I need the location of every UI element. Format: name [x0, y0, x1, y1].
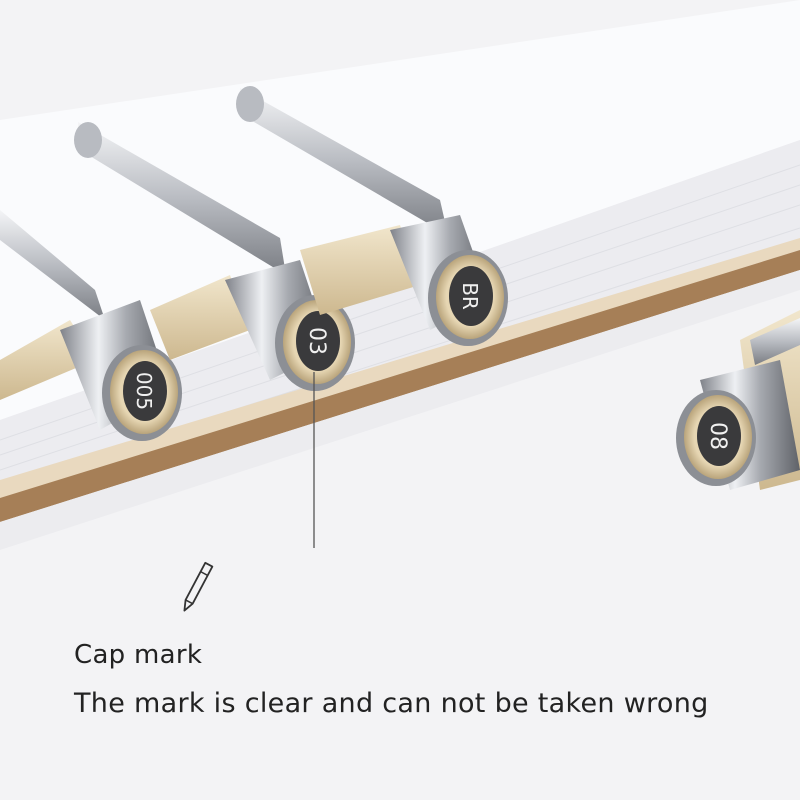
caption-description: The mark is clear and can not be taken w… — [74, 688, 709, 719]
caption-title: Cap mark — [74, 640, 203, 670]
cap-label-08: 08 — [705, 422, 730, 450]
pen-03: 03 — [74, 122, 355, 391]
pen-br: BR — [236, 86, 508, 346]
cap-label-03: 03 — [304, 327, 329, 355]
pen-005: 005 — [0, 210, 182, 441]
cap-label-005: 005 — [132, 372, 156, 410]
pen-08: 08 — [676, 310, 800, 490]
pen-icon — [183, 561, 214, 612]
cap-label-br: BR — [458, 282, 482, 310]
